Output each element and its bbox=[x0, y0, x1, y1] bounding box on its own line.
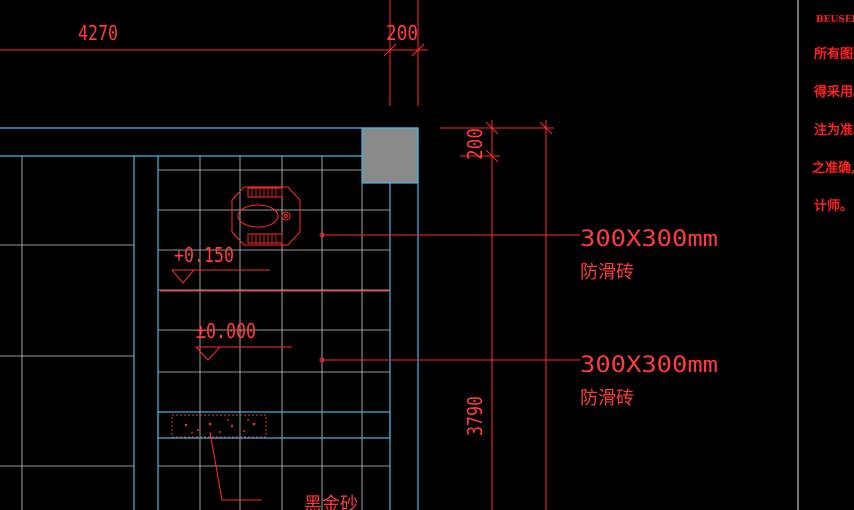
threshold-stone-speckle bbox=[184, 419, 256, 434]
callout-1-size: 300X300mm bbox=[580, 227, 718, 252]
threshold-stone bbox=[171, 414, 267, 438]
dimension-height-small: 200 bbox=[463, 128, 487, 160]
structural-column bbox=[361, 127, 419, 184]
threshold-material-label: 黑金砂 bbox=[304, 494, 358, 510]
dimension-right bbox=[440, 120, 554, 510]
level-marker-upper bbox=[170, 269, 270, 284]
callout-1-material: 防滑砖 bbox=[580, 262, 634, 283]
dimension-width-main: 4270 bbox=[78, 21, 118, 45]
threshold-leader bbox=[209, 431, 262, 501]
side-note: BEUSED 所有图形 得采用。 注为准。 之准确,如 计师。 bbox=[812, 15, 854, 214]
bathroom-tile-grid bbox=[158, 156, 390, 510]
squat-toilet-icon[interactable] bbox=[231, 186, 301, 246]
level-upper-text: +0.150 bbox=[174, 243, 234, 267]
level-lower-text: ±0.000 bbox=[196, 319, 256, 343]
side-note-header: BEUSED bbox=[816, 15, 854, 25]
dimension-top bbox=[0, 0, 428, 106]
side-note-line: 注为准。 bbox=[814, 122, 854, 138]
dimension-height-main: 3790 bbox=[463, 396, 487, 436]
side-note-line: 所有图形 bbox=[814, 46, 854, 62]
left-room-tile-grid bbox=[0, 156, 135, 510]
callout-2-size: 300X300mm bbox=[580, 353, 718, 378]
level-marker-lower bbox=[194, 346, 292, 361]
dimension-width-small: 200 bbox=[386, 21, 418, 45]
side-note-line: 得采用。 bbox=[813, 84, 854, 100]
side-note-line: 计师。 bbox=[814, 198, 853, 214]
callout-leaders bbox=[160, 232, 580, 363]
walls bbox=[0, 127, 419, 510]
side-note-line: 之准确,如 bbox=[812, 160, 854, 176]
callout-2-material: 防滑砖 bbox=[580, 388, 634, 409]
